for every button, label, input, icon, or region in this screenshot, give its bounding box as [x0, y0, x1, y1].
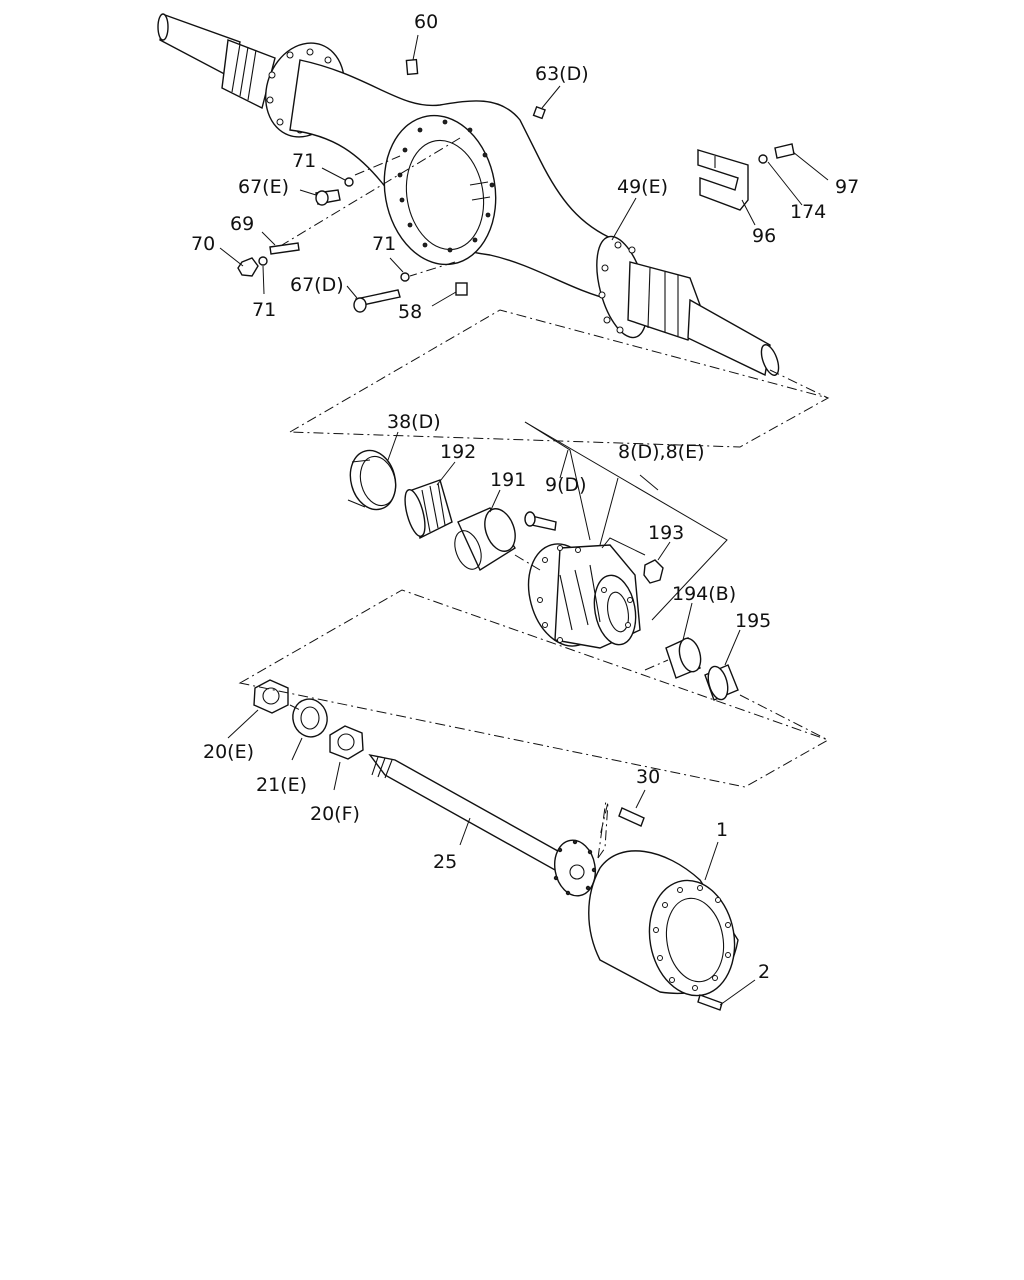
- label-67e: 67(E): [238, 176, 289, 198]
- label-97: 97: [835, 176, 859, 198]
- label-60: 60: [414, 11, 438, 33]
- label-63d: 63(D): [535, 63, 589, 85]
- label-67d: 67(D): [290, 274, 344, 296]
- label-71-middle: 71: [372, 233, 396, 255]
- axle-shaft-group: [253, 679, 645, 897]
- label-30: 30: [636, 766, 660, 788]
- label-71-upper: 71: [292, 150, 316, 172]
- label-8d-8e: 8(D),8(E): [618, 441, 705, 463]
- label-194b: 194(B): [672, 583, 736, 605]
- label-20f: 20(F): [310, 803, 360, 825]
- label-2: 2: [758, 961, 770, 983]
- label-193: 193: [648, 522, 684, 544]
- label-1: 1: [716, 819, 728, 841]
- label-69: 69: [230, 213, 254, 235]
- label-49e: 49(E): [617, 176, 668, 198]
- label-58: 58: [398, 301, 422, 323]
- label-192: 192: [440, 441, 476, 463]
- hub-group: [347, 449, 739, 701]
- assembly-lines: [238, 137, 830, 859]
- housing-fasteners: [237, 58, 546, 313]
- bracket-96: [697, 143, 795, 211]
- axle-housing: [157, 13, 780, 377]
- label-71-lower: 71: [252, 299, 276, 321]
- label-9d: 9(D): [545, 474, 587, 496]
- label-96: 96: [752, 225, 776, 247]
- label-174: 174: [790, 201, 826, 223]
- label-20e: 20(E): [203, 741, 254, 763]
- label-195: 195: [735, 610, 771, 632]
- callout-labels: 60 63(D) 71 67(E) 69 70 71 71 67(D) 58 4…: [191, 11, 859, 983]
- label-21e: 21(E): [256, 774, 307, 796]
- label-70: 70: [191, 233, 215, 255]
- label-191: 191: [490, 469, 526, 491]
- label-38d: 38(D): [387, 411, 441, 433]
- brake-drum: [588, 850, 739, 1011]
- label-25: 25: [433, 851, 457, 873]
- leader-lines: [219, 34, 829, 1006]
